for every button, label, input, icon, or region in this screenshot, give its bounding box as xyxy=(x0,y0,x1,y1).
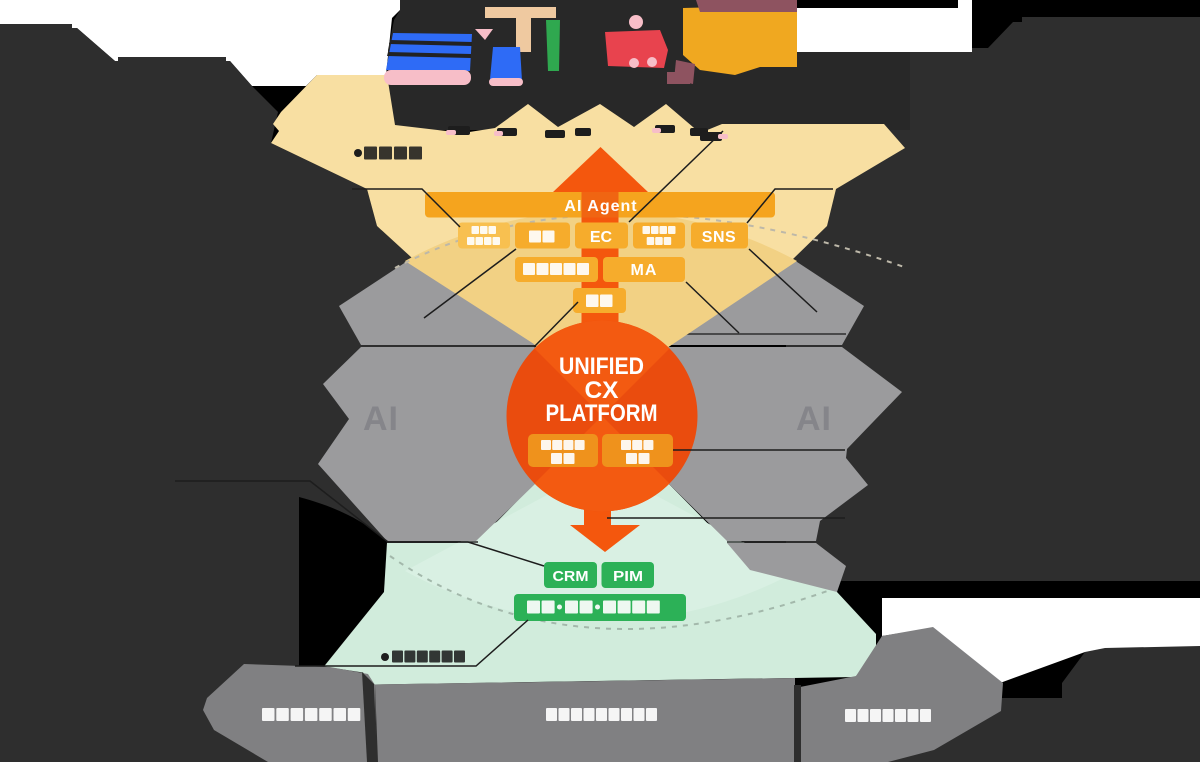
svg-text:EC: EC xyxy=(590,229,613,246)
svg-text:AI: AI xyxy=(796,400,832,438)
svg-text:AI Agent: AI Agent xyxy=(564,198,637,215)
svg-text:SNS: SNS xyxy=(702,229,736,246)
svg-text:UNIFIED: UNIFIED xyxy=(559,353,644,380)
svg-text:PIM: PIM xyxy=(613,568,643,585)
svg-text:PLATFORM: PLATFORM xyxy=(546,400,658,427)
svg-text:CRM: CRM xyxy=(553,568,589,585)
svg-text:MA: MA xyxy=(631,262,658,279)
svg-text:AI: AI xyxy=(363,400,399,438)
svg-text:CX: CX xyxy=(585,377,619,404)
